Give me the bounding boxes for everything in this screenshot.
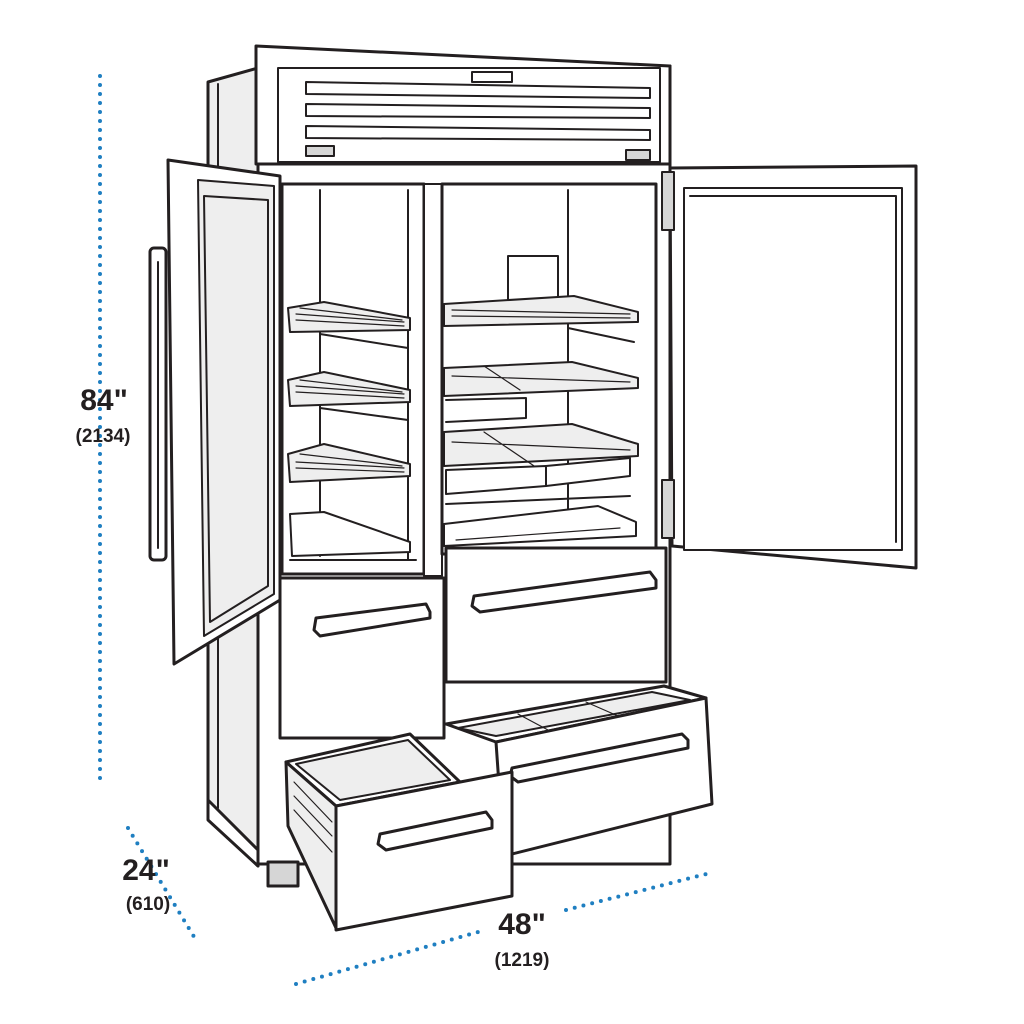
- lower-left-drawer: [284, 732, 514, 932]
- width-dimension-line-left: [294, 930, 480, 986]
- grille-vent-left: [305, 145, 335, 157]
- control-panel: [507, 255, 559, 303]
- right-shelf-2: [443, 361, 639, 423]
- top-grille: [254, 44, 672, 166]
- height-mm-label: (2134): [76, 426, 131, 447]
- upper-right-drawer-handle: [470, 570, 658, 614]
- dimension-lines: [98, 74, 716, 986]
- refrigerator-illustration: [148, 44, 918, 932]
- brand-badge: [471, 71, 513, 83]
- upper-right-drawer: [444, 546, 668, 684]
- width-inches-label: 48": [498, 908, 546, 941]
- left-shelf-2: [287, 371, 411, 421]
- dimension-labels: 84" (2134) 24" (610) 48" (1219): [76, 384, 550, 971]
- right-shelf-3: [443, 423, 639, 495]
- lower-left-drawer-handle: [376, 810, 494, 852]
- cabinet-base: [206, 798, 260, 868]
- right-shelf-1: [443, 295, 639, 343]
- height-inches-label: 84": [80, 384, 128, 417]
- upper-left-drawer: [278, 576, 446, 740]
- left-bottom-bin: [289, 511, 411, 557]
- depth-inches-label: 24": [122, 854, 170, 887]
- width-dimension-line-right: [564, 870, 716, 912]
- left-door: [148, 158, 282, 666]
- depth-dimension-line: [126, 826, 198, 942]
- depth-mm-label: (610): [126, 894, 170, 915]
- right-bottom-bin: [443, 505, 637, 547]
- right-refrigerator-compartment: [440, 182, 658, 556]
- right-door-hinge-bottom: [661, 479, 675, 539]
- left-shelf-1: [287, 301, 411, 349]
- upper-left-drawer-handle: [312, 602, 432, 638]
- right-door-hinge-top: [661, 171, 675, 231]
- center-mullion: [423, 183, 443, 577]
- right-door: [661, 164, 918, 570]
- grille-vent-right: [625, 149, 651, 161]
- lower-right-drawer: [444, 684, 714, 858]
- cabinet-foot: [266, 860, 300, 888]
- left-refrigerator-compartment: [280, 182, 426, 576]
- width-mm-label: (1219): [495, 950, 550, 971]
- left-shelf-3: [287, 443, 411, 483]
